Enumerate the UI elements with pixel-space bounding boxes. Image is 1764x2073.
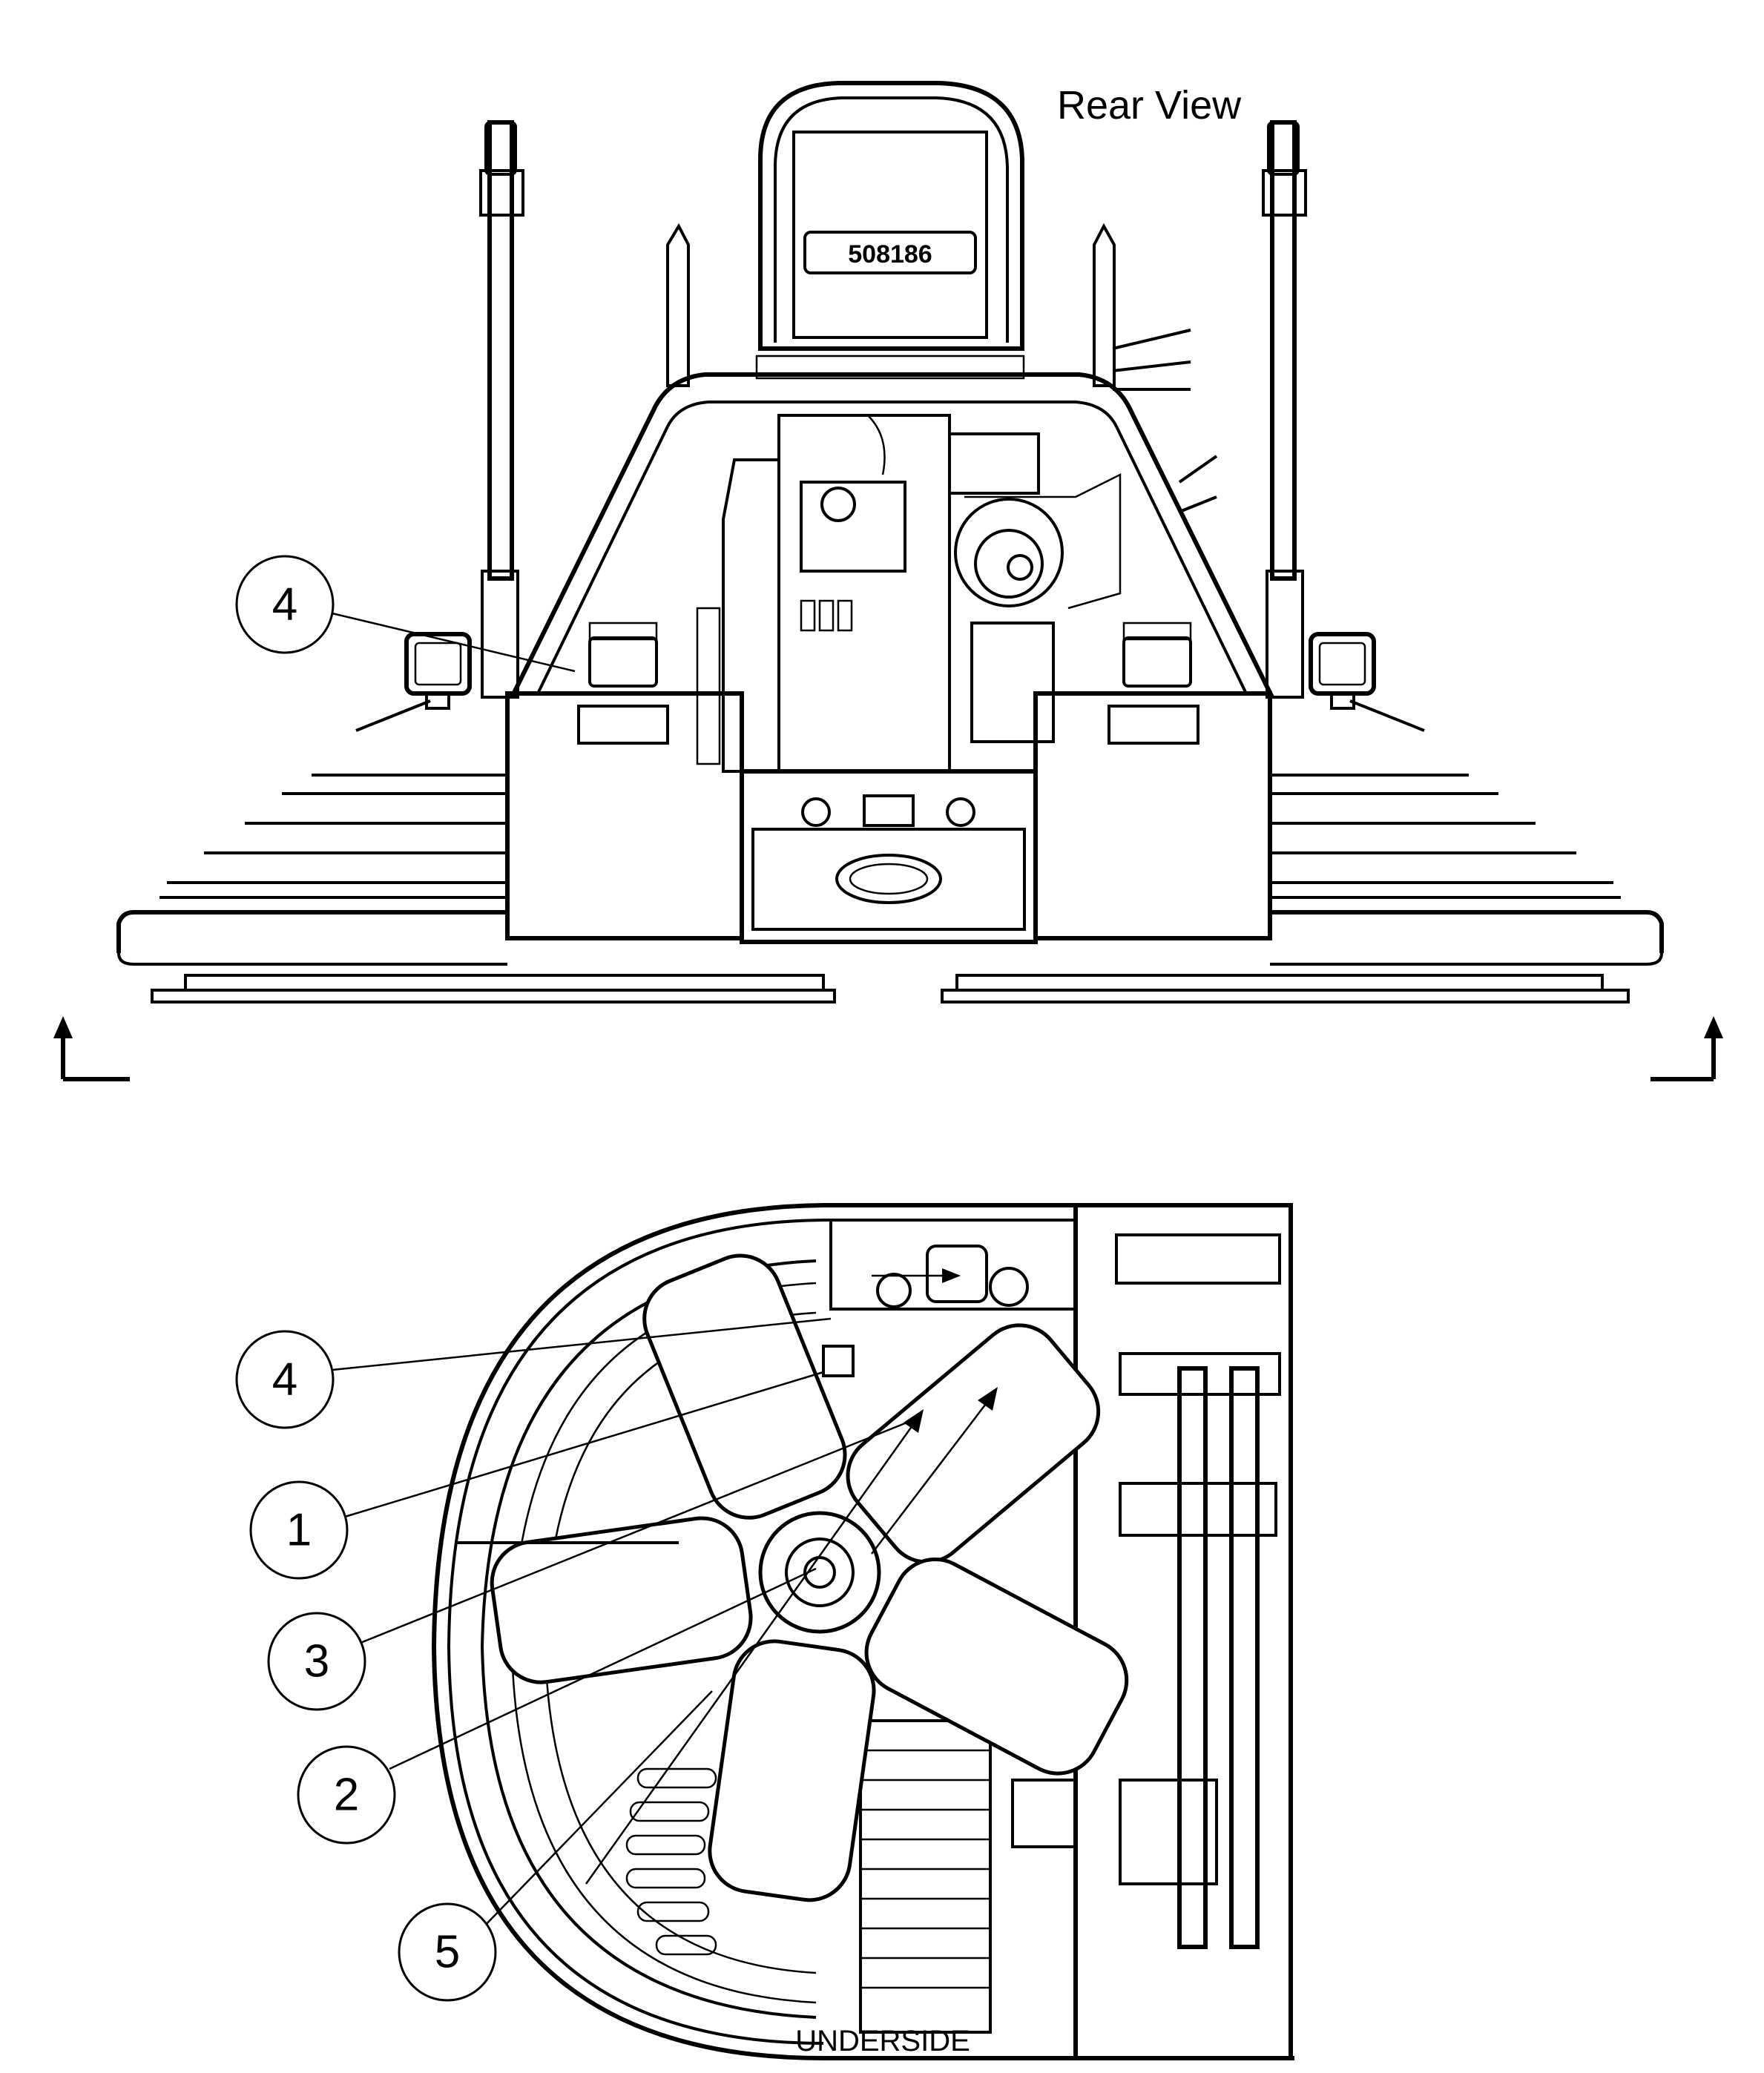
callout-leader <box>332 1317 832 1371</box>
fan-blade <box>490 1516 753 1684</box>
left-guard-rings <box>116 699 836 1003</box>
underside-callout-4[interactable]: 4 <box>235 1317 832 1429</box>
right-work-light <box>1309 632 1376 710</box>
underside-title: UNDERSIDE <box>795 2025 970 2057</box>
roll-cage-frame <box>510 223 1274 699</box>
fan-blade <box>864 1557 1129 1776</box>
callout-leader <box>360 1419 913 1644</box>
section-arrow-left <box>53 1016 130 1081</box>
callout-circle <box>398 1902 497 2002</box>
callout-circle <box>297 1745 396 1845</box>
left-side-box <box>505 622 744 940</box>
honeycomb-panel <box>859 1719 992 2034</box>
rear-callout-4[interactable]: 4 <box>235 555 576 673</box>
callout-circle <box>267 1612 366 1711</box>
callout-number: 4 <box>272 1354 297 1405</box>
callout-number: 4 <box>272 579 297 630</box>
underside-callout-3[interactable]: 3 <box>267 1419 913 1711</box>
vent-slots <box>625 1767 717 1956</box>
fan-blade <box>846 1323 1101 1564</box>
underside-callout-1[interactable]: 1 <box>249 1371 824 1580</box>
cooling-fan <box>456 1253 1129 1902</box>
airflow-arrow <box>585 1268 998 1885</box>
underside-callout-5[interactable]: 5 <box>398 1690 713 2002</box>
callout-number: 5 <box>435 1927 460 1978</box>
seat-part-number: 508186 <box>848 240 932 268</box>
mount-bracket <box>822 1345 855 1377</box>
callout-number: 2 <box>334 1770 359 1821</box>
callout-number: 3 <box>304 1636 329 1687</box>
callout-circle <box>249 1480 349 1580</box>
center-guard <box>740 769 1038 944</box>
callout-leader <box>332 612 576 673</box>
rear-view-drawing: Rear View 508186 <box>53 81 1723 1081</box>
right-guard-rings <box>941 699 1664 1003</box>
fan-blade <box>708 1639 876 1902</box>
callout-circle <box>235 1330 335 1429</box>
callout-leader <box>481 1690 713 1929</box>
callout-number: 1 <box>286 1505 312 1556</box>
left-handle <box>479 120 524 699</box>
rear-view-title: Rear View <box>1057 83 1242 128</box>
fan-blade <box>642 1253 847 1520</box>
section-arrow-right <box>1651 1016 1723 1081</box>
left-work-light <box>404 632 472 710</box>
right-handle <box>1262 120 1307 699</box>
underside-drawing: 4 1 3 2 5 UNDERSIDE <box>235 1203 1294 2060</box>
callout-leader <box>344 1371 824 1518</box>
callout-circle <box>235 555 335 654</box>
callout-leader <box>389 1567 817 1770</box>
underside-callout-2[interactable]: 2 <box>297 1567 817 1845</box>
engine-assembly <box>696 414 1122 773</box>
operator-seat: 508186 <box>755 81 1025 380</box>
